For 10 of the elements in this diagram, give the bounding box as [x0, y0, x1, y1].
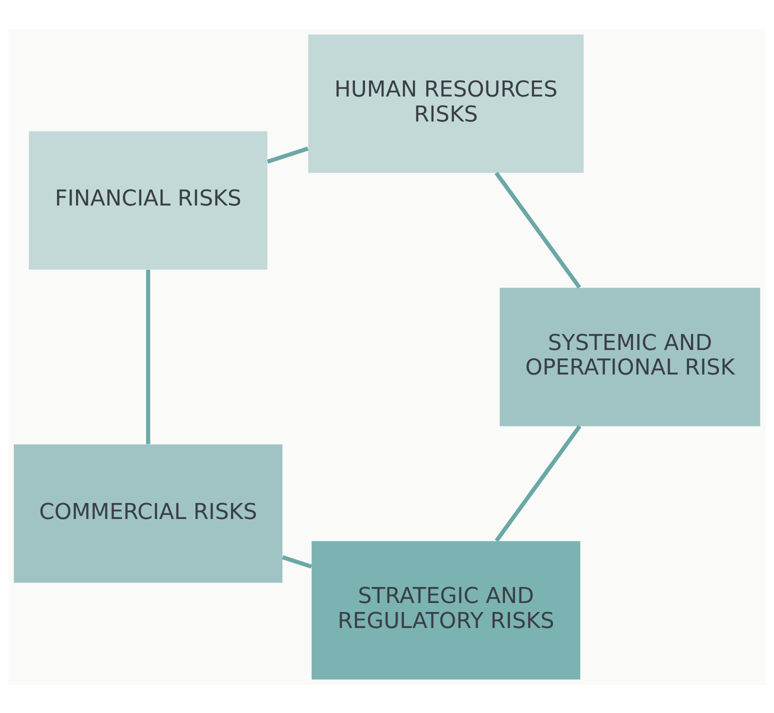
node-box: FINANCIAL RISKS: [28, 130, 268, 270]
node-box: COMMERCIAL RISKS: [14, 444, 282, 582]
node-box: STRATEGIC AND REGULATORY RISKS: [312, 540, 580, 680]
connector: [266, 146, 309, 164]
connector: [494, 171, 582, 288]
node-box: HUMAN RESOURCES RISKS: [308, 34, 584, 172]
connector: [282, 554, 312, 568]
connector: [146, 269, 150, 444]
node-box: SYSTEMIC AND OPERATIONAL RISK: [500, 287, 760, 426]
connector: [494, 424, 582, 542]
